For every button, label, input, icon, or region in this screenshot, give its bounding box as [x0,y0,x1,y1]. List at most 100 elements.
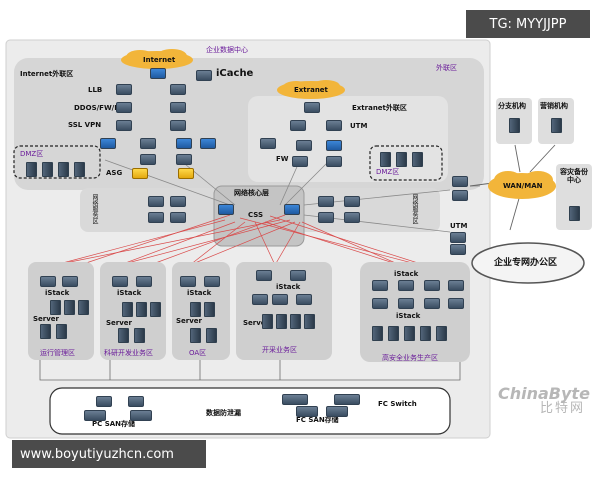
dmz-left-box [13,145,101,179]
access-switch-icon [372,298,388,309]
fw-label: FW [276,155,289,163]
server-icon [42,162,53,177]
icache-device-icon [196,70,212,81]
switch-icon [100,138,116,149]
branch-a-label: 分支机构 [498,102,526,110]
extranet-cloud-shape [277,80,345,99]
server-icon [190,328,201,343]
utm-device-icon [450,244,466,255]
access-switch-icon [204,276,220,287]
access-switch-icon [180,276,196,287]
llb-label: LLB [88,86,103,94]
fc-switch-label: FC Switch [378,400,417,408]
top-watermark: TG: MYYJJPP [466,10,590,38]
internet-zone-title: Internet外联区 [20,70,74,78]
dmz-left-label: DMZ区 [20,150,44,158]
outer-zone-label: 外联区 [436,64,457,72]
internet-cloud-label: Internet [143,56,176,64]
service-device-icon [318,196,334,207]
server-icon [380,152,391,167]
branch-b-label: 营销机构 [540,102,568,110]
server-icon [412,152,423,167]
pod1-caption: 运行管理区 [40,349,75,357]
access-switch-icon [448,298,464,309]
router-icon [150,68,166,79]
pod3-caption: OA区 [189,349,207,357]
server-icon [64,300,75,315]
service-device-icon [344,196,360,207]
access-switch-icon [424,280,440,291]
server-icon [206,328,217,343]
pod1-server: Server [33,315,60,323]
pod2-server: Server [106,319,133,327]
dmz-right-label: DMZ区 [376,168,400,176]
switch-icon [292,156,308,167]
utm-device-icon [290,120,306,131]
dr-center-box [556,164,592,230]
access-switch-icon [40,276,56,287]
router-icon [304,102,320,113]
service-device-icon [148,212,164,223]
server-icon [304,314,315,329]
internet-cloud-shape [121,49,193,69]
server-icon [290,314,301,329]
firewall-icon [170,102,186,113]
switch-icon [176,138,192,149]
server-icon [420,326,431,341]
access-switch-icon [448,280,464,291]
ddos-label: DDOS/FW/IPS [74,104,128,112]
core-to-pod-links [54,214,441,271]
access-switch-icon [256,270,272,281]
pod4-server: Server [243,319,270,327]
server-icon [26,162,37,177]
server-icon [118,328,129,343]
asg-gateway-icon [132,168,148,179]
pod5-istack-2: iStack [396,312,421,320]
server-icon [78,300,89,315]
server-icon [50,300,61,315]
access-switch-icon [112,276,128,287]
dr-center-label: 容灾备份中心 [560,168,588,184]
extranet-zone-bg [248,96,448,182]
access-switch-icon [272,294,288,305]
pod5-caption: 高安全业务生产区 [382,354,438,362]
core-left-side-label: 网络服务区 [91,194,98,224]
pc-san-label: PC SAN存储 [92,420,136,428]
access-switch-icon [62,276,78,287]
llb-device-icon [170,84,186,95]
switch-icon [140,138,156,149]
office-cloud-label: 企业专网办公区 [494,258,558,268]
service-device-icon [170,196,186,207]
firewall-icon [296,140,312,151]
access-switch-icon [398,280,414,291]
server-icon [74,162,85,177]
utm-device-icon [450,232,466,243]
pod1-istack: iStack [45,289,70,297]
branch-server-icon [551,118,562,133]
fc-san-label: FC SAN存储 [296,416,339,424]
llb-device-icon [116,84,132,95]
utm-right-label: UTM [450,222,468,230]
firewall-icon [260,138,276,149]
switch-icon [326,156,342,167]
edge-router-icon [452,190,468,201]
dmz-right-box [369,145,443,181]
server-icon [372,326,383,341]
service-device-icon [318,212,334,223]
access-switch-icon [290,270,306,281]
pod2-caption: 科研开发业务区 [104,349,153,357]
storage-array-icon [130,410,152,421]
vpn-gateway-icon [116,120,132,131]
icache-label: iCache [216,68,254,79]
access-switch-icon [424,298,440,309]
access-switch-icon [136,276,152,287]
branch-server-icon [509,118,520,133]
server-icon [276,314,287,329]
san-switch-icon [128,396,144,407]
chinabyte-cn-text: 比特网 [540,401,586,416]
asg-label: ASG [106,169,123,177]
server-icon [190,302,201,317]
firewall-icon [116,102,132,113]
san-switch-icon [282,394,308,405]
pod4-caption: 开采业务区 [262,346,297,354]
